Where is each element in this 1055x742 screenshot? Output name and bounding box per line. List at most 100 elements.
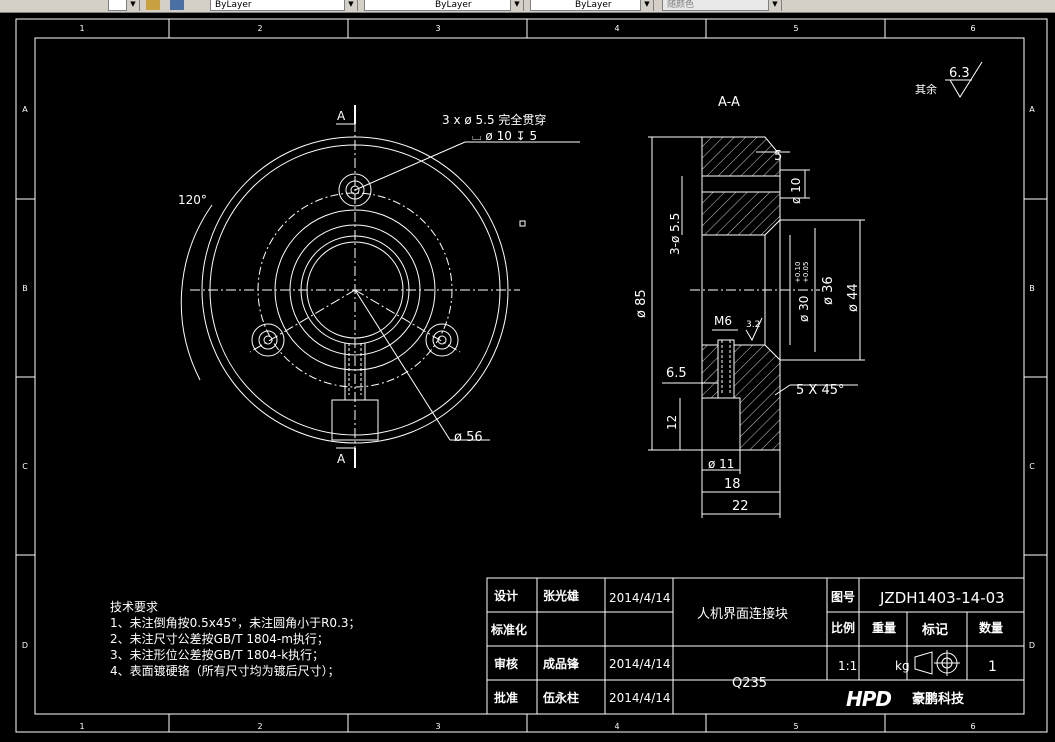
tech-note-4: 4、表面镀硬铬（所有尺寸均为镀后尺寸）； (110, 663, 340, 678)
layer-stack-icon[interactable] (170, 0, 184, 10)
zone-row-c-right: C (1029, 462, 1035, 471)
color-value: ByLayer (215, 0, 252, 10)
section-title: A-A (718, 95, 740, 110)
roughness-note-label: 其余 (915, 82, 937, 96)
linetype-dropdown[interactable]: ByLayer ▼ (364, 0, 524, 11)
dim-phi30-tol-lower: +0.05 (802, 262, 810, 283)
approve-label: 批准 (494, 690, 518, 705)
linetype-value: ByLayer (435, 0, 472, 10)
dim-phi11: ø 11 (708, 457, 734, 471)
tech-notes-title: 技术要求 (110, 600, 158, 614)
svg-text:HPD: HPD (846, 687, 891, 711)
zone-col-6-bottom: 6 (970, 722, 975, 731)
chevron-down-icon: ▼ (768, 0, 781, 11)
qty-value: 1 (988, 659, 997, 675)
outer-border (15, 18, 1048, 733)
roughness-symbol-small (745, 317, 763, 342)
zone-row-a: A (22, 105, 28, 114)
zone-row-a-right: A (1029, 105, 1035, 114)
chevron-down-icon: ▼ (510, 0, 523, 11)
projection-symbol-icon (914, 650, 960, 676)
approve-date: 2014/4/14 (609, 691, 671, 705)
zone-row-d-right: D (1029, 641, 1035, 650)
zone-col-3: 3 (435, 24, 440, 33)
reviewer-name: 成品锋 (543, 656, 580, 671)
scale-value: 1:1 (838, 659, 857, 673)
zone-row-c: C (22, 462, 28, 471)
layer-dropdown[interactable]: ▼ (108, 0, 140, 11)
zone-col-4-bottom: 4 (614, 722, 619, 731)
chamfer-label: 5 X 45° (796, 383, 844, 398)
hole-callout-line2: ⌴ ø 10 ↧ 5 (472, 129, 537, 143)
properties-toolbar: ▼ ByLayer ▼ ByLayer ▼ ByLayer ▼ 随颜色 ▼ (0, 0, 1055, 13)
plotstyle-value: 随颜色 (667, 0, 695, 10)
dim-6-5: 6.5 (666, 366, 687, 381)
company-logo: HPD (846, 687, 892, 711)
chevron-down-icon: ▼ (640, 0, 653, 11)
zone-col-4: 4 (614, 24, 619, 33)
angle-120: 120° (178, 193, 207, 207)
zone-ticks (16, 19, 1047, 732)
zone-row-b: B (22, 284, 28, 293)
chevron-down-icon: ▼ (126, 0, 139, 11)
weight-label: 重量 (872, 620, 896, 635)
tech-note-2: 2、未注尺寸公差按GB/T 1804-m执行； (110, 631, 329, 646)
tech-note-3: 3、未注形位公差按GB/T 1804-k执行； (110, 647, 324, 662)
diameter-56-label: ø 56 (454, 430, 483, 445)
chevron-down-icon: ▼ (344, 0, 357, 11)
cursor-pickbox (519, 220, 526, 227)
design-date: 2014/4/14 (609, 591, 671, 605)
zone-row-b-right: B (1029, 284, 1035, 293)
drawing-no-label: 图号 (831, 589, 855, 604)
front-view (180, 105, 580, 468)
material: Q235 (732, 676, 767, 691)
review-date: 2014/4/14 (609, 657, 671, 671)
weight-unit: kg (895, 659, 910, 673)
standard-label: 标准化 (490, 622, 527, 637)
dim-phi44: ø 44 (846, 283, 861, 312)
roughness-note-value: 6.3 (949, 66, 970, 81)
hole-callout-line1: 3 x ø 5.5 完全贯穿 (442, 112, 546, 127)
status-bar (0, 733, 1055, 742)
review-label: 审核 (494, 656, 518, 671)
tech-note-1: 1、未注倒角按0.5x45°，未注圆角小于R0.3； (110, 615, 361, 630)
scale-label: 比例 (831, 620, 855, 635)
mark-label: 标记 (921, 622, 948, 638)
zone-col-1-bottom: 1 (79, 722, 84, 731)
lineweight-dropdown[interactable]: ByLayer ▼ (530, 0, 654, 11)
zone-col-6: 6 (970, 24, 975, 33)
zone-col-5-bottom: 5 (793, 722, 798, 731)
zone-col-2: 2 (257, 24, 262, 33)
dim-phi30: ø 30 (797, 296, 811, 322)
section-view (648, 136, 865, 518)
qty-label: 数量 (979, 620, 1003, 635)
dim-12: 12 (665, 415, 679, 430)
dim-phi10: ø 10 (789, 178, 803, 204)
designer-name: 张光雄 (543, 588, 579, 603)
dim-phi36: ø 36 (821, 276, 836, 305)
zone-col-2-bottom: 2 (257, 722, 262, 731)
part-name: 人机界面连接块 (697, 606, 788, 622)
drawing-canvas[interactable]: 1 2 3 4 5 6 1 2 3 4 5 6 A B C D A B C D (0, 12, 1055, 733)
section-mark-bottom: A (337, 452, 346, 466)
dim-3phi55: 3-ø 5.5 (668, 213, 682, 255)
roughness-3-2: 3.2 (746, 320, 760, 330)
drawing-no: JZDH1403-14-03 (879, 589, 1005, 607)
dim-18: 18 (724, 477, 741, 492)
layers-icon[interactable] (146, 0, 160, 10)
zone-row-d: D (22, 641, 28, 650)
approver-name: 伍永柱 (542, 690, 579, 705)
company-name: 豪鹏科技 (912, 691, 965, 707)
dim-phi30-tol-upper: +0.10 (794, 262, 802, 283)
dim-m6: M6 (714, 314, 732, 328)
zone-col-3-bottom: 3 (435, 722, 440, 731)
color-dropdown[interactable]: ByLayer ▼ (210, 0, 358, 11)
section-mark-top: A (337, 109, 346, 123)
plotstyle-dropdown[interactable]: 随颜色 ▼ (662, 0, 782, 11)
lineweight-value: ByLayer (575, 0, 612, 10)
design-label: 设计 (494, 588, 518, 603)
dim-5: 5 (774, 149, 782, 164)
dim-22: 22 (732, 499, 749, 514)
title-block-grid (486, 577, 1025, 715)
zone-col-1: 1 (79, 24, 84, 33)
